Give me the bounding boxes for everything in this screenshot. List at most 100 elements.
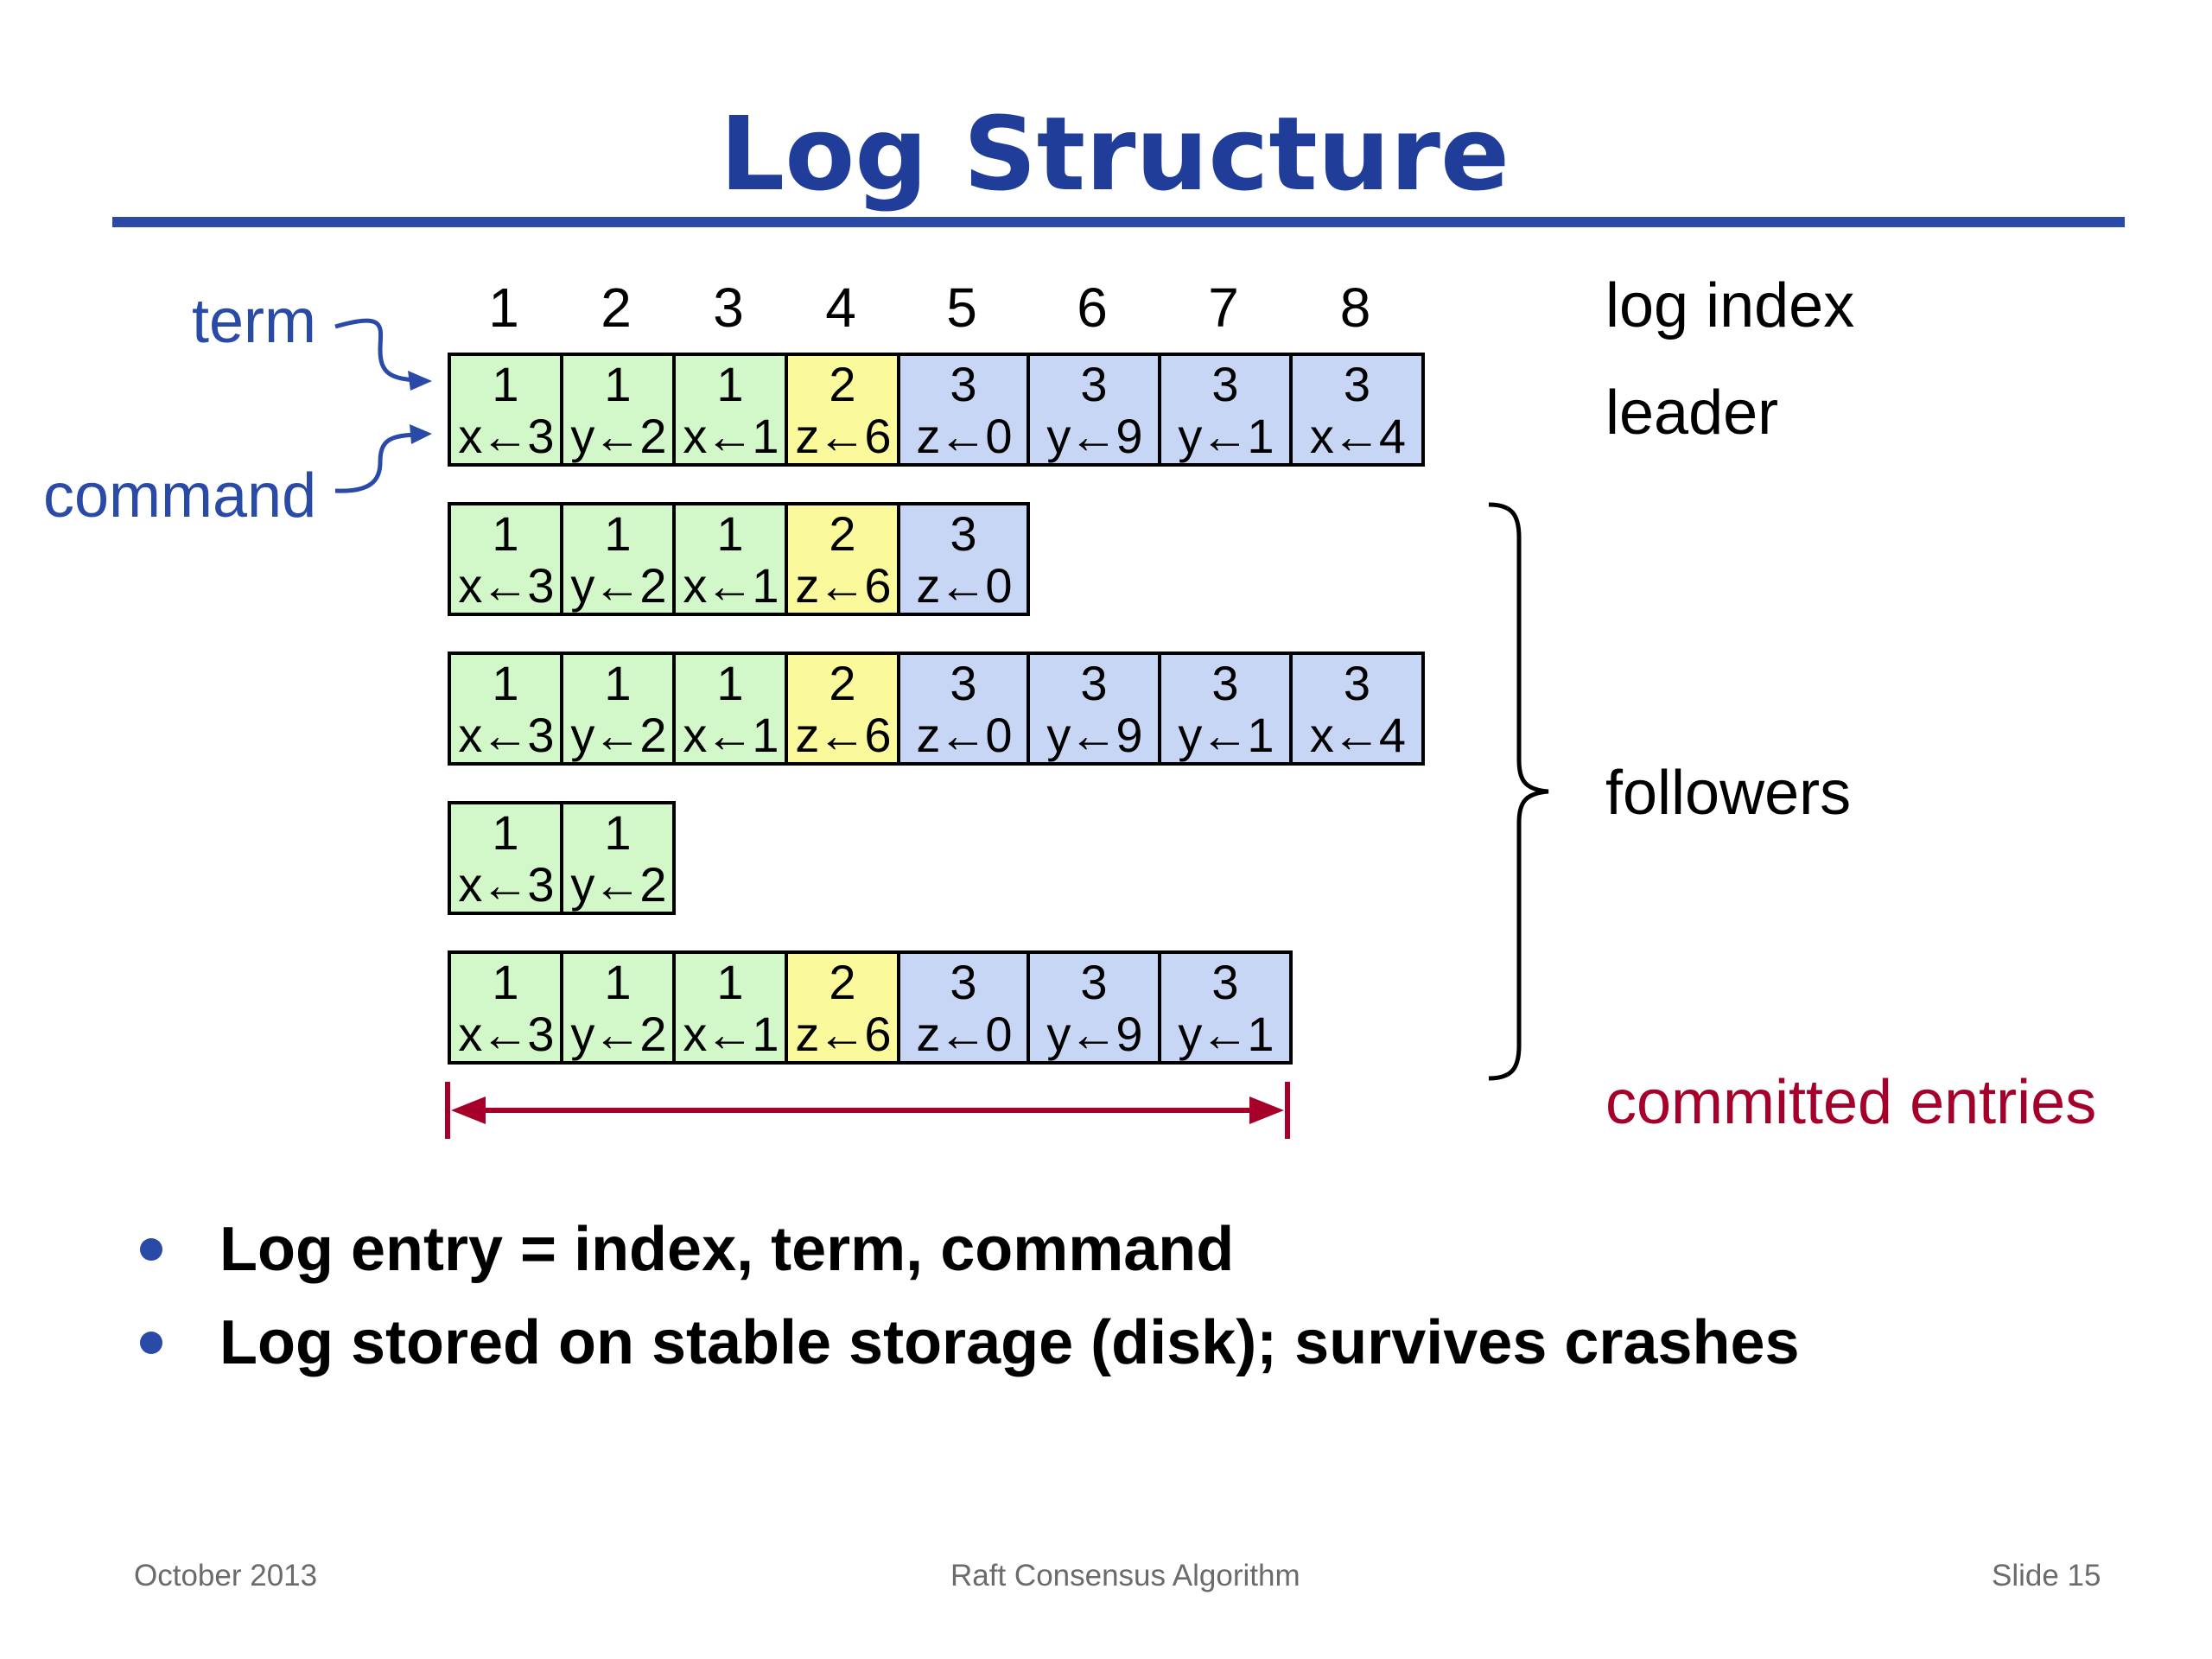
term-pointer-arrowhead xyxy=(408,371,432,391)
bullet-log-entry: Log entry = index, term, command xyxy=(219,1215,1235,1284)
committed-entries-label: committed entries xyxy=(1605,1068,2097,1137)
entry-term: 3 xyxy=(1343,357,1371,411)
entry-command: x←1 xyxy=(683,1007,779,1061)
entry-term: 1 xyxy=(492,805,519,860)
entry-term: 1 xyxy=(492,656,519,710)
entry-term: 3 xyxy=(1080,357,1108,411)
entry-command: z←6 xyxy=(795,558,891,613)
entry-command: x←3 xyxy=(458,1007,554,1061)
entry-term: 1 xyxy=(492,506,519,561)
log-index-label: log index xyxy=(1605,271,1855,340)
entry-term: 3 xyxy=(950,506,977,561)
entry-term: 1 xyxy=(492,357,519,411)
entry-term: 3 xyxy=(950,656,977,710)
entry-command: y←9 xyxy=(1046,409,1142,463)
entry-command: x←1 xyxy=(683,558,779,613)
committed-arrowhead-right xyxy=(1249,1096,1284,1124)
entry-command: y←2 xyxy=(570,857,666,912)
log-index-5: 5 xyxy=(946,276,977,339)
entry-command: z←0 xyxy=(916,558,1012,613)
entry-command: x←1 xyxy=(683,708,779,762)
entry-term: 1 xyxy=(604,656,632,710)
entry-term: 1 xyxy=(716,506,744,561)
entry-term: 1 xyxy=(716,357,744,411)
entry-command: z←6 xyxy=(795,409,891,463)
entry-command: z←6 xyxy=(795,708,891,762)
command-pointer-arrow xyxy=(334,432,423,493)
entry-command: y←1 xyxy=(1178,409,1274,463)
entry-command: z←0 xyxy=(916,1007,1012,1061)
entry-term: 3 xyxy=(1343,656,1371,710)
entry-term: 1 xyxy=(604,357,632,411)
log-index-4: 4 xyxy=(825,276,856,339)
slide-title: Log Structure xyxy=(720,94,1510,213)
entry-command: y←2 xyxy=(570,558,666,613)
footer-title: Raft Consensus Algorithm xyxy=(950,1559,1300,1592)
entry-term: 3 xyxy=(1211,955,1239,1009)
entry-command: x←4 xyxy=(1309,409,1406,463)
bullet-dot xyxy=(140,1332,162,1354)
entry-command: y←2 xyxy=(570,1007,666,1061)
term-pointer-arrow xyxy=(334,318,423,383)
title-underline xyxy=(112,217,2125,227)
entry-term: 3 xyxy=(1211,357,1239,411)
entry-command: y←1 xyxy=(1178,1007,1274,1061)
entry-command: x←3 xyxy=(458,857,554,912)
entry-term: 3 xyxy=(950,357,977,411)
term-label: term xyxy=(192,287,316,356)
entry-command: x←1 xyxy=(683,409,779,463)
entry-command: x←3 xyxy=(458,409,554,463)
log-index-2: 2 xyxy=(601,276,632,339)
entry-term: 2 xyxy=(829,955,856,1009)
entry-command: x←3 xyxy=(458,558,554,613)
entry-command: z←6 xyxy=(795,1007,891,1061)
log-index-6: 6 xyxy=(1077,276,1108,339)
committed-arrowhead-left xyxy=(451,1096,486,1124)
entry-command: y←9 xyxy=(1046,1007,1142,1061)
entry-command: z←0 xyxy=(916,708,1012,762)
log-index-7: 7 xyxy=(1208,276,1239,339)
entry-term: 1 xyxy=(604,506,632,561)
entry-term: 3 xyxy=(1211,656,1239,710)
command-pointer-arrowhead xyxy=(410,424,432,444)
command-label: command xyxy=(43,461,317,531)
log-index-1: 1 xyxy=(488,276,519,339)
log-index-8: 8 xyxy=(1339,276,1371,339)
entry-term: 1 xyxy=(716,955,744,1009)
entry-term: 1 xyxy=(716,656,744,710)
entry-term: 1 xyxy=(604,955,632,1009)
bullet-stable-storage: Log stored on stable storage (disk); sur… xyxy=(219,1308,1800,1377)
leader-label: leader xyxy=(1605,378,1779,448)
entry-command: z←0 xyxy=(916,409,1012,463)
entry-term: 3 xyxy=(950,955,977,1009)
entry-term: 3 xyxy=(1080,955,1108,1009)
entry-term: 1 xyxy=(492,955,519,1009)
log-index-3: 3 xyxy=(713,276,744,339)
entry-term: 1 xyxy=(604,805,632,860)
followers-brace xyxy=(1488,502,1549,1081)
